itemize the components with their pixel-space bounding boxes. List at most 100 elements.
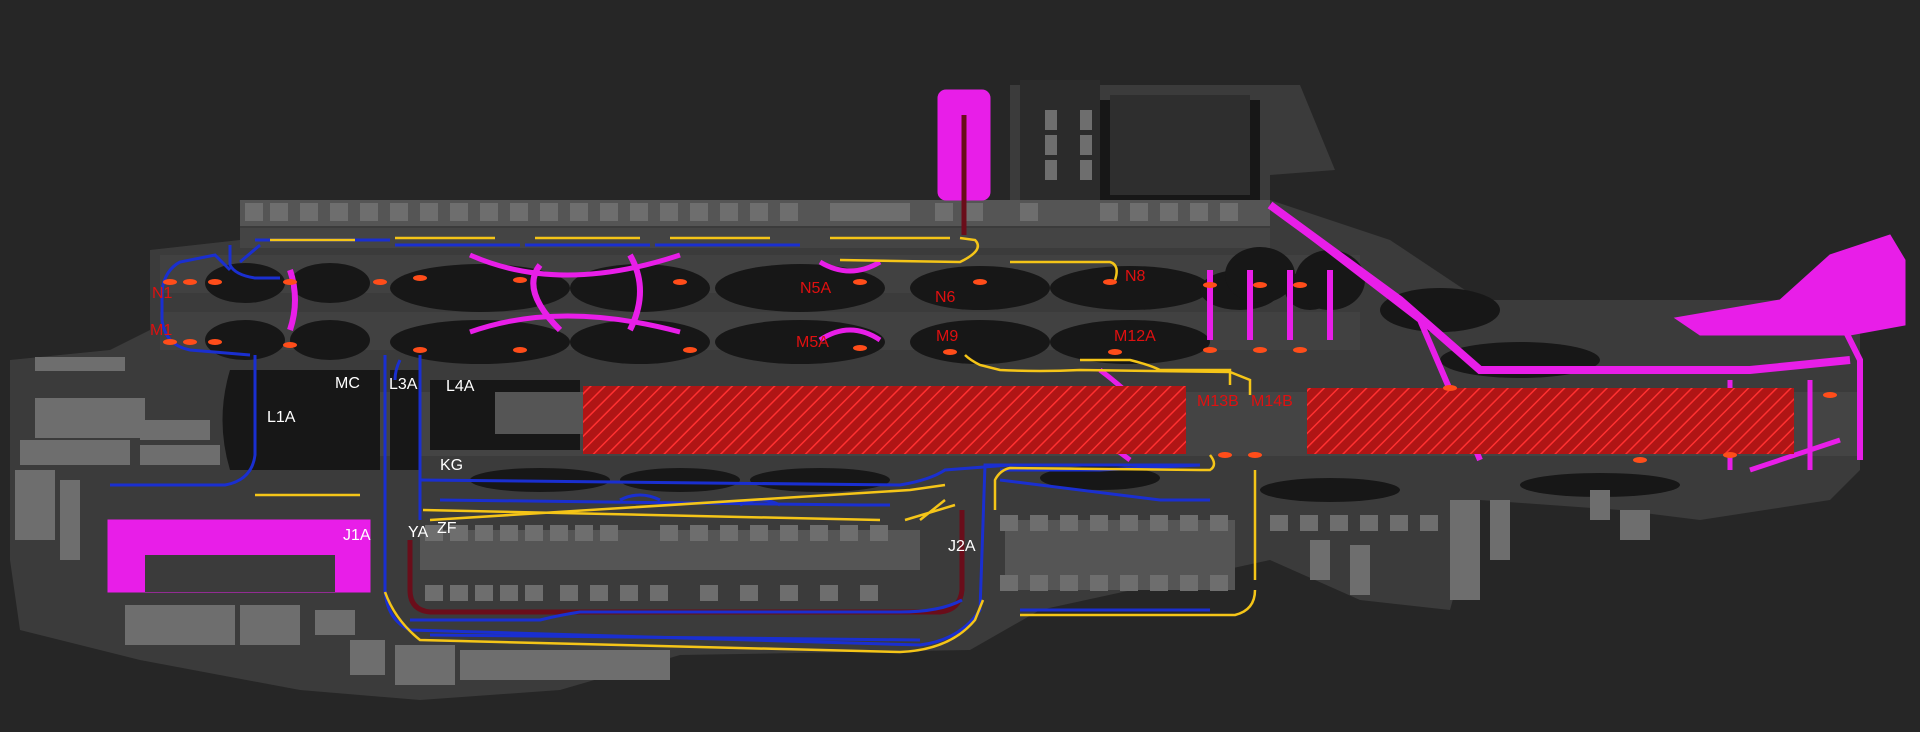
- grass-island: [750, 468, 890, 492]
- yellow-east-loop: [993, 454, 1257, 617]
- grass-island: [290, 263, 370, 303]
- stop-bar: [283, 342, 297, 348]
- grass-island: [390, 264, 570, 312]
- closed-areas: [583, 386, 1794, 454]
- grass-island: [290, 320, 370, 360]
- yellow-west-inner: [422, 508, 881, 522]
- stop-bar: [513, 277, 527, 283]
- stop-bar: [1293, 282, 1307, 288]
- gate-stands-south: [420, 490, 1650, 601]
- stop-bar: [1293, 347, 1307, 353]
- grass-island: [205, 320, 285, 360]
- label-l3a: L3A: [389, 376, 418, 393]
- stop-bar: [1633, 457, 1647, 463]
- label-n6: N6: [935, 289, 956, 306]
- label-m12a: M12A: [1114, 328, 1156, 345]
- stop-bar: [1108, 349, 1122, 355]
- west-buildings: [15, 357, 670, 685]
- grass-island: [1050, 266, 1210, 310]
- stop-bar: [1253, 282, 1267, 288]
- stop-bar: [208, 339, 222, 345]
- blue-south-taxiway: [419, 463, 1200, 487]
- stop-bar: [853, 345, 867, 351]
- stop-bar: [413, 347, 427, 353]
- stop-bar: [1443, 385, 1457, 391]
- blue-west-vertical-3: [393, 355, 422, 520]
- label-n5a: N5A: [800, 280, 831, 297]
- closed-runway-section-west: [583, 386, 1186, 454]
- label-n8: N8: [1125, 268, 1146, 285]
- grass-island: [620, 468, 740, 492]
- stop-bar: [1723, 452, 1737, 458]
- yellow-west-route: [255, 483, 956, 522]
- grass-island: [1050, 320, 1210, 364]
- grass-island: [910, 266, 1050, 310]
- grass-island: [570, 320, 710, 364]
- stop-bar: [1253, 347, 1267, 353]
- label-mc: MC: [335, 375, 360, 392]
- label-kg: KG: [440, 457, 463, 474]
- grass-island: [390, 370, 420, 470]
- label-m14b: M14B: [1251, 393, 1293, 410]
- stop-bar: [283, 279, 297, 285]
- stop-bar: [1823, 392, 1837, 398]
- closed-runway-section-east: [1307, 388, 1794, 454]
- grass-island: [1040, 466, 1160, 490]
- stop-bar: [1103, 279, 1117, 285]
- label-m5a: M5A: [796, 334, 829, 351]
- stop-bar: [853, 279, 867, 285]
- blue-lower-loop: [410, 598, 963, 642]
- stop-bar: [208, 279, 222, 285]
- stop-bar: [373, 279, 387, 285]
- stop-bar: [943, 349, 957, 355]
- label-ya: YA: [408, 524, 428, 541]
- magenta-east-apron: [1673, 234, 1906, 336]
- grass-island: [390, 320, 570, 364]
- taxiway-labels-white: L1A MC L3A L4A KG J1A YA ZF J2A: [267, 375, 976, 555]
- stop-bar: [163, 339, 177, 345]
- north-cargo-stands: [1045, 110, 1092, 180]
- blue-west-vertical: [110, 355, 257, 487]
- label-l4a: L4A: [446, 378, 475, 395]
- yellow-southwest-sweep: [383, 591, 985, 654]
- yellow-m9-route: [964, 354, 1252, 395]
- label-j1a: J1A: [343, 527, 371, 544]
- yellow-n6-loop: [839, 236, 1118, 281]
- grass-island: [1520, 473, 1680, 497]
- grass-island: [1380, 288, 1500, 332]
- magenta-connector: [287, 253, 1333, 340]
- yellow-taxi-routes: [255, 236, 1257, 654]
- label-m9: M9: [936, 328, 958, 345]
- stop-bar: [183, 339, 197, 345]
- gate-stands-top: [245, 203, 1238, 221]
- grass-island: [715, 264, 885, 312]
- buildings: [15, 80, 1650, 685]
- stop-bar: [673, 279, 687, 285]
- stop-bar: [973, 279, 987, 285]
- label-zf: ZF: [437, 520, 457, 537]
- stop-bar: [1218, 452, 1232, 458]
- holding-point-labels-red: N1 M1 N5A N6 N8 M5A M9 M12A M13B M14B: [150, 268, 1293, 410]
- stop-bar: [513, 347, 527, 353]
- stop-bars: [163, 275, 1837, 463]
- blue-east-segment: [999, 478, 1210, 612]
- stop-bar: [413, 275, 427, 281]
- label-m13b: M13B: [1197, 393, 1239, 410]
- stop-bar: [183, 279, 197, 285]
- magenta-crossing: [468, 252, 1163, 462]
- label-l1a: L1A: [267, 409, 296, 426]
- grass-island: [1260, 478, 1400, 502]
- north-cargo-building-2: [1110, 95, 1250, 195]
- label-n1: N1: [152, 285, 173, 302]
- label-m1: M1: [150, 322, 172, 339]
- stop-bar: [683, 347, 697, 353]
- stop-bar: [1203, 347, 1217, 353]
- grass-island: [1225, 247, 1295, 303]
- stop-bar: [1203, 282, 1217, 288]
- magenta-sw-apron-cutout: [145, 555, 335, 592]
- grass-island: [222, 370, 380, 470]
- blue-west-vertical-2: [383, 355, 1010, 647]
- grass-island: [205, 263, 285, 303]
- grass-islands: [205, 100, 1680, 502]
